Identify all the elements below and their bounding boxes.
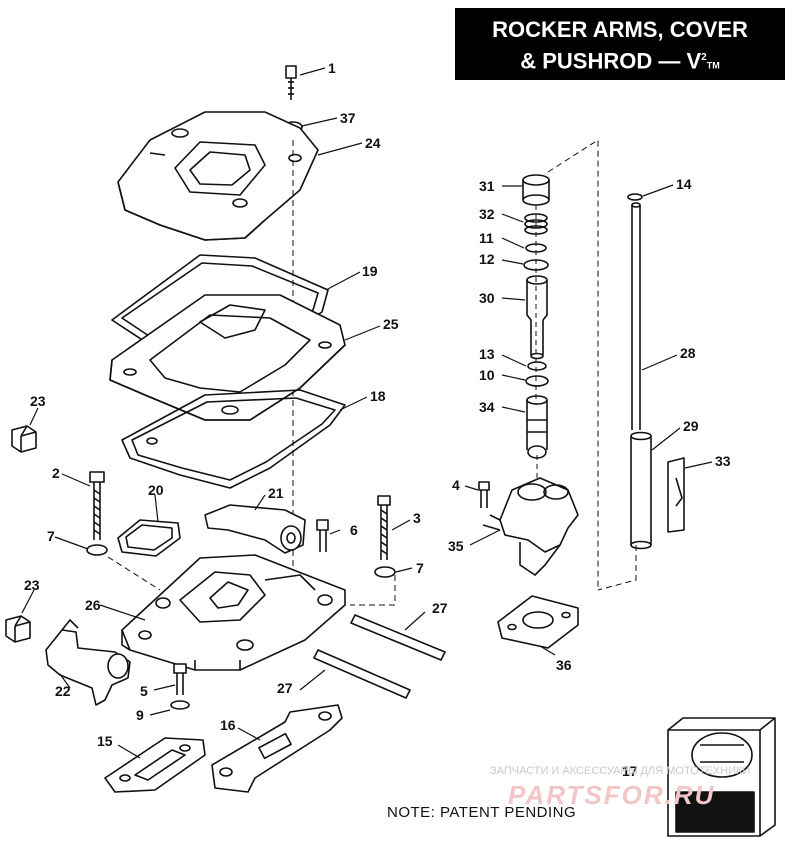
callout-label: 11 (479, 230, 494, 246)
callout-label: 26 (85, 597, 101, 613)
callout-label: 27 (432, 600, 448, 616)
bolt-part-5 (173, 663, 187, 695)
callout-label: 1 (328, 60, 336, 76)
harley-davidson-logo-icon (691, 732, 753, 778)
pushrod-part-28 (631, 202, 641, 430)
callout-label: 36 (556, 657, 572, 673)
bolt-part-1 (285, 65, 297, 100)
bolt-part-6 (316, 519, 329, 552)
cup-part-31 (522, 174, 550, 206)
product-box-part-17 (667, 717, 776, 837)
callout-label: 16 (220, 717, 236, 733)
callout-label: 35 (448, 538, 464, 554)
shaft-part-27-upper (350, 614, 446, 661)
clip-part-14 (627, 193, 643, 201)
callout-label: 29 (683, 418, 699, 434)
callout-label: 5 (140, 683, 148, 699)
callout-label: 7 (416, 560, 424, 576)
nut-part-23-lower (5, 615, 31, 643)
watermark-logo-text: PARTSFOR.RU (508, 780, 716, 810)
callout-label: 33 (715, 453, 731, 469)
callout-label: 6 (350, 522, 358, 538)
title-block: ROCKER ARMS, COVER & PUSHROD — V2TM (455, 8, 785, 80)
gasket-part-18 (121, 389, 346, 489)
bolt-part-2 (89, 471, 105, 540)
lifter-block-part-35 (482, 477, 579, 576)
bolt-part-4 (478, 481, 490, 508)
callout-label: 37 (340, 110, 356, 126)
rocker-arm-part-22 (45, 619, 131, 706)
callout-label: 2 (52, 465, 60, 481)
gasket-part-36 (497, 595, 579, 649)
gasket-part-15 (104, 737, 206, 793)
callout-label: 22 (55, 683, 71, 699)
callout-label: 4 (452, 477, 460, 493)
title-line-2-text: & PUSHROD — V (520, 48, 702, 74)
title-trademark: TM (706, 60, 720, 71)
callout-leaders (21, 67, 713, 759)
title-line-1: ROCKER ARMS, COVER (492, 17, 748, 42)
callout-label: 18 (370, 388, 386, 404)
shaft-part-27-lower (313, 649, 411, 699)
washer-part-7-right (374, 566, 396, 578)
callout-label: 12 (479, 251, 495, 267)
oring-part-13 (527, 361, 547, 371)
callout-label: 20 (148, 482, 164, 498)
title-superscript: 2 (701, 52, 707, 63)
callout-label: 31 (479, 178, 495, 194)
clip-part-33 (667, 457, 685, 533)
callout-label: 28 (680, 345, 696, 361)
callout-label: 30 (479, 290, 495, 306)
callout-label: 32 (479, 206, 495, 222)
callout-label: 23 (24, 577, 40, 593)
callout-label: 3 (413, 510, 421, 526)
washer-part-9 (170, 700, 190, 710)
callout-label: 14 (676, 176, 692, 192)
housing-part-25 (109, 294, 346, 421)
callout-label: 27 (277, 680, 293, 696)
title-line-2: & PUSHROD — V2TM (455, 44, 785, 79)
callout-label: 34 (479, 399, 495, 415)
bolt-part-3 (377, 495, 391, 560)
nut-part-23-upper (11, 425, 37, 453)
callout-label: 19 (362, 263, 378, 279)
rocker-arm-part-21 (204, 504, 306, 554)
callout-label: 7 (47, 528, 55, 544)
callout-label: 24 (365, 135, 381, 151)
watermark-text: ЗАПЧАСТИ И АКСЕССУАРЫ ДЛЯ МОТОТЕХНИКИ (490, 765, 751, 777)
rocker-support-part-26 (121, 554, 346, 671)
callout-label: 9 (136, 707, 144, 723)
callout-label: 23 (30, 393, 46, 409)
washer-part-7-left (86, 544, 108, 556)
callout-label: 15 (97, 733, 113, 749)
rocker-cover-part-24 (117, 111, 319, 241)
oring-part-10 (525, 375, 549, 387)
gasket-part-16 (211, 704, 343, 793)
patent-note: NOTE: PATENT PENDING (387, 804, 577, 821)
callout-label: 10 (479, 367, 495, 383)
tube-part-30 (526, 275, 548, 360)
cover-tube-part-29 (630, 431, 652, 550)
gasket-part-20 (117, 519, 181, 557)
callout-label: 21 (268, 485, 284, 501)
callout-label: 13 (479, 346, 495, 362)
callout-label: 17 (622, 763, 638, 779)
callout-label: 25 (383, 316, 399, 332)
lifter-part-34 (526, 395, 548, 459)
